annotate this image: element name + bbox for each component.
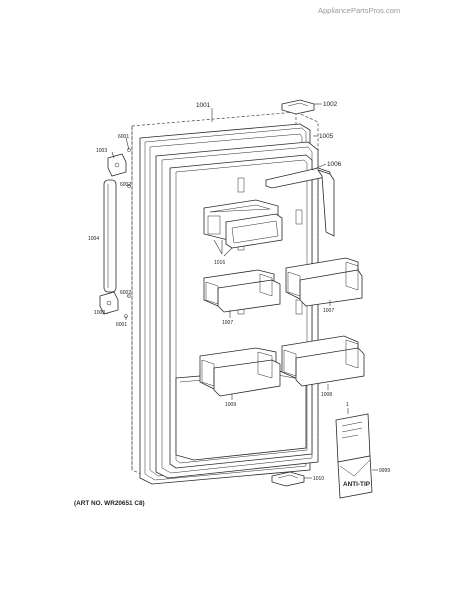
- dairy-compartment-1016: [203, 199, 283, 249]
- label-1009: 1009: [225, 402, 236, 408]
- shelf-1008: [281, 335, 365, 387]
- anti-tip-text: ANTI-TIP: [343, 481, 371, 488]
- label-1008: 1008: [321, 392, 332, 398]
- end-cap-1003-bottom: [99, 291, 119, 315]
- label-1007-right: 1007: [323, 308, 334, 314]
- label-1003-bottom: 1003: [94, 310, 105, 316]
- shelf-1007-right: [285, 257, 363, 307]
- anti-tip-card-9999: ANTI-TIP: [337, 455, 373, 499]
- label-1005: 1005: [319, 133, 334, 140]
- label-1016: 1016: [214, 260, 225, 266]
- label-1007-left: 1007: [222, 320, 233, 326]
- label-6001-bottom: 6001: [116, 322, 127, 328]
- hinge-cover-1002: [281, 99, 315, 115]
- shelf-1007-left: [203, 269, 281, 313]
- label-1001: 1001: [196, 102, 211, 109]
- label-1010: 1010: [313, 476, 324, 482]
- hinge-cover-1010: [271, 471, 305, 487]
- label-6001-top: 6001: [118, 134, 129, 140]
- label-1: 1: [346, 402, 349, 408]
- manual-1: [335, 413, 371, 463]
- label-1004: 1004: [88, 236, 99, 242]
- end-cap-1003-top: [107, 153, 127, 177]
- watermark-text: AppliancePartsPros.com: [318, 6, 400, 15]
- leader-lines: [105, 103, 378, 479]
- handle-1004: [103, 179, 117, 293]
- label-1003-top: 1003: [96, 148, 107, 154]
- top-trim-1006: [265, 167, 335, 237]
- label-6002-top: 6002: [120, 182, 131, 188]
- art-number: (ART NO. WR20651 C8): [74, 500, 145, 507]
- label-6002-bottom: 6002: [120, 290, 131, 296]
- label-1002: 1002: [323, 101, 338, 108]
- label-1006: 1006: [327, 161, 342, 168]
- label-9999: 9999: [379, 468, 390, 474]
- shelf-1009: [199, 347, 281, 397]
